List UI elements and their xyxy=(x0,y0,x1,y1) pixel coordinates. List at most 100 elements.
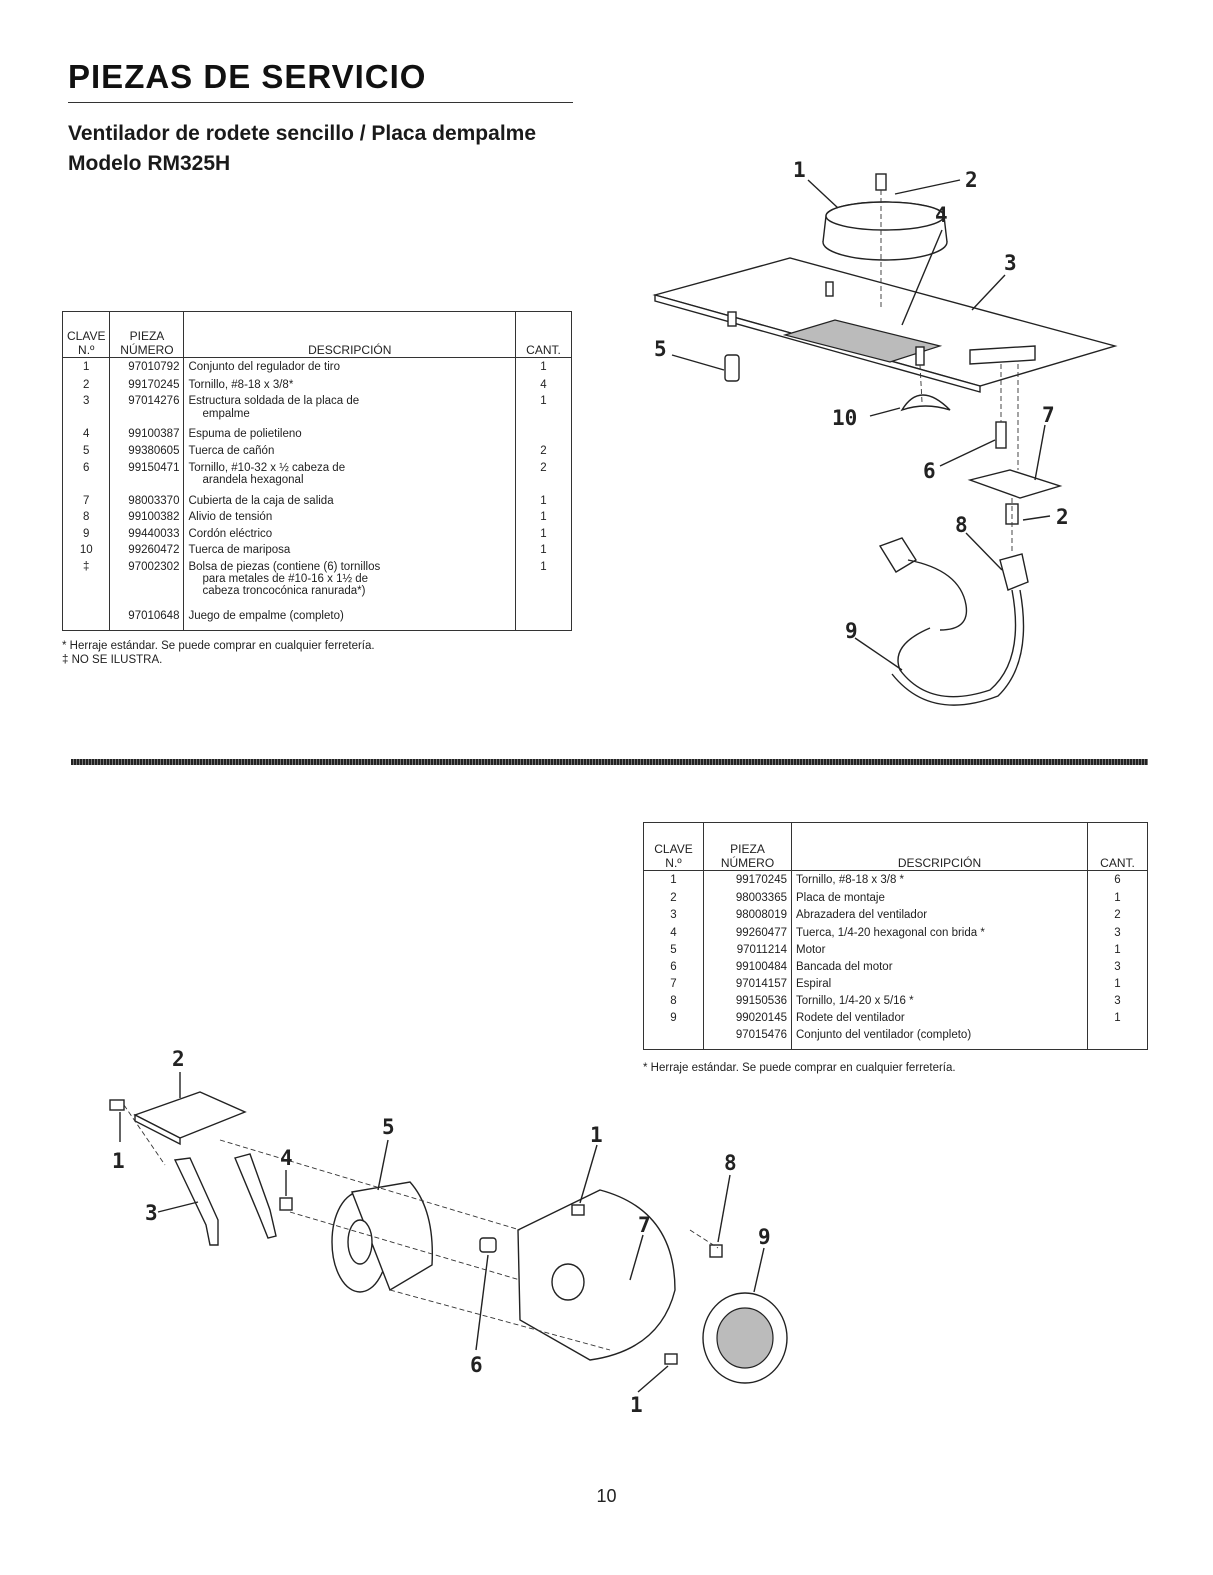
leader-8 xyxy=(717,1174,731,1243)
leader-4 xyxy=(901,229,943,326)
callout-2b: 2 xyxy=(1056,505,1069,529)
callout-7: 7 xyxy=(1042,403,1055,427)
title-underline xyxy=(68,102,573,103)
footnote-standard-hardware-2: * Herraje estándar. Se puede comprar en … xyxy=(643,1062,956,1074)
footnote-standard-hardware: * Herraje estándar. Se puede comprar en … xyxy=(62,640,375,652)
leader-2 xyxy=(894,179,961,195)
align-line xyxy=(219,1139,521,1231)
section-divider xyxy=(71,759,1148,765)
callout-1b: 1 xyxy=(590,1123,603,1147)
col-header-desc: DESCRIPCIÓN xyxy=(791,822,1088,871)
page-subtitle: Ventilador de rodete sencillo / Placa de… xyxy=(68,122,536,145)
cord-lower xyxy=(897,589,1017,698)
leader-9 xyxy=(753,1247,765,1293)
leader-7 xyxy=(1034,424,1046,481)
col-header-desc: DESCRIPCIÓN xyxy=(183,311,516,358)
callout-5: 5 xyxy=(382,1115,395,1139)
wing-nut-shape xyxy=(900,394,951,412)
blower-scroll-shape xyxy=(517,1189,676,1361)
callout-2: 2 xyxy=(965,168,978,192)
scroll-inlet-shape xyxy=(551,1263,585,1301)
callout-9: 9 xyxy=(758,1225,771,1249)
cord-plug-shape xyxy=(878,537,917,573)
plate-opening-shape xyxy=(782,319,943,363)
callout-3: 3 xyxy=(1004,251,1017,275)
bracket-left-shape xyxy=(173,1157,219,1246)
adapter-plate-shape xyxy=(652,257,1118,387)
leader-5 xyxy=(377,1139,389,1191)
scroll-screw-shape xyxy=(571,1204,585,1216)
leader-9 xyxy=(854,637,903,671)
callout-3: 3 xyxy=(145,1201,158,1225)
callout-1: 1 xyxy=(793,158,806,182)
barrel-nut-thread xyxy=(727,311,737,327)
footnote-not-illustrated: ‡ NO SE ILUSTRA. xyxy=(62,654,163,666)
damper-collar-top xyxy=(825,201,945,231)
motor-mount-shape xyxy=(479,1237,497,1253)
model-label: Modelo RM325H xyxy=(68,152,231,175)
plate-screw-shape xyxy=(109,1099,125,1111)
callout-8: 8 xyxy=(955,513,968,537)
leader-1c xyxy=(637,1365,669,1393)
strain-relief-shape xyxy=(999,553,1029,591)
page-number: 10 xyxy=(596,1486,617,1506)
leader-3 xyxy=(971,274,1006,311)
leader-6 xyxy=(475,1254,489,1351)
leader-7 xyxy=(629,1234,644,1281)
leader-1 xyxy=(807,179,839,209)
plate-assembly-diagram: 1 2 4 3 5 10 7 6 2 8 9 xyxy=(652,158,1118,706)
bottom-screw-shape xyxy=(664,1353,678,1365)
mounting-plate-shape xyxy=(133,1091,247,1139)
cord-lower-outline xyxy=(891,589,1025,706)
bracket-right-shape xyxy=(234,1153,277,1239)
callout-4: 4 xyxy=(935,203,948,227)
leader-3 xyxy=(157,1201,199,1213)
align-line xyxy=(389,1289,611,1351)
mounting-plate-edge xyxy=(134,1113,181,1146)
leader-6 xyxy=(939,439,996,467)
top-screw-shape xyxy=(875,173,887,191)
leader-8 xyxy=(965,532,1003,571)
callout-6: 6 xyxy=(470,1353,483,1377)
plate-assembly-drawing xyxy=(652,173,1118,706)
callout-1: 1 xyxy=(112,1149,125,1173)
align-line xyxy=(123,1104,166,1166)
col-header-qty: CANT. xyxy=(1087,822,1148,871)
hex-screw-shape xyxy=(995,421,1007,449)
callout-8: 8 xyxy=(724,1151,737,1175)
callout-1c: 1 xyxy=(630,1393,643,1417)
align-line xyxy=(689,1229,719,1249)
outlet-box-top xyxy=(969,345,1036,365)
page-title: PIEZAS DE SERVICIO xyxy=(68,58,427,95)
callout-7: 7 xyxy=(638,1213,651,1237)
blower-assembly-diagram: 2 1 3 4 5 6 1 7 8 9 1 xyxy=(109,1047,788,1417)
leader-5 xyxy=(671,354,725,371)
leader-1b xyxy=(579,1144,598,1204)
col-header-qty: CANT. xyxy=(515,311,572,358)
motor-body-shape xyxy=(351,1181,434,1292)
center-stud-shape xyxy=(915,346,925,366)
